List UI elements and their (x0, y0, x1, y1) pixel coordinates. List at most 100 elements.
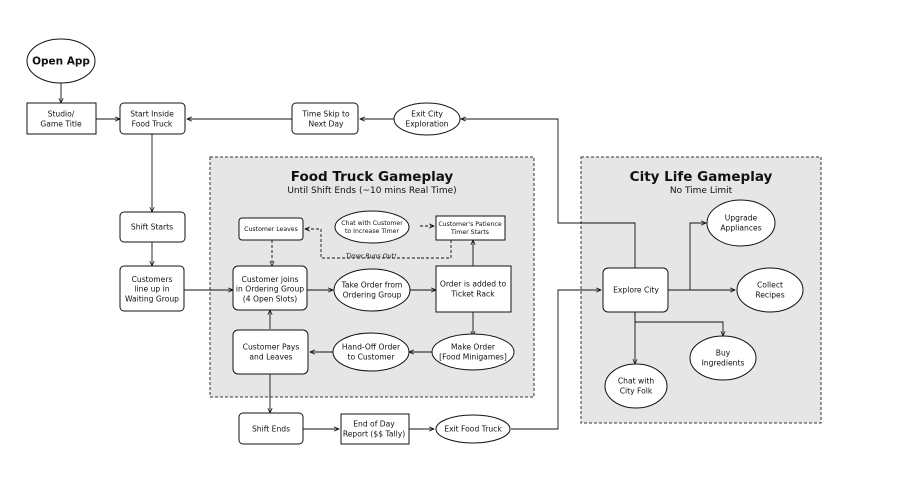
label-line: line up in (134, 285, 169, 294)
label-line: End of Day (353, 420, 395, 429)
label-line: [Food Minigames] (439, 353, 507, 362)
label-line: Customer Pays (243, 343, 300, 352)
timer-runs-out-label: Timer Runs Out! (346, 252, 397, 260)
food-truck-region-subtitle: Until Shift Ends (~10 mins Real Time) (287, 186, 456, 196)
label-line: in Ordering Group (236, 285, 304, 294)
city-life-region-subtitle: No Time Limit (670, 186, 733, 196)
label-line: Take Order from (341, 281, 403, 290)
city-life-region-title: City Life Gameplay (630, 169, 773, 185)
label-line: Open App (32, 56, 90, 68)
explore-city-label: Explore City (613, 286, 659, 295)
label-line: Game Title (40, 120, 82, 129)
label-line: to Increase Timer (345, 228, 399, 235)
label-line: City Folk (620, 387, 653, 396)
label-line: Appliances (720, 224, 761, 233)
label-line: Ordering Group (343, 291, 402, 300)
label-line: Next Day (308, 120, 344, 129)
label-line: Ticket Rack (450, 290, 495, 299)
label-line: Exit Food Truck (444, 425, 502, 434)
edge-runs-out-to-customer-leaves (305, 229, 420, 259)
customer-leaves-label: Customer Leaves (244, 226, 298, 233)
label-line: (4 Open Slots) (243, 295, 297, 304)
label-line: Explore City (613, 286, 659, 295)
shift-starts-label: Shift Starts (131, 223, 173, 232)
label-line: Customers (132, 275, 173, 284)
make-order-node: Make Order[Food Minigames] (431, 333, 515, 371)
label-line: Hand-Off Order (342, 343, 401, 352)
label-line: to Customer (348, 353, 396, 362)
label-line: Exploration (405, 120, 448, 129)
customer-leaves-node: Customer Leaves (238, 217, 304, 241)
label-line: Make Order (451, 343, 496, 352)
label-line: Customer's Patience (438, 221, 501, 228)
label-line: Buy (716, 349, 731, 358)
label-line: Recipes (755, 291, 784, 300)
make-order-label: Make Order[Food Minigames] (439, 343, 507, 362)
explore-city-node: Explore City (602, 267, 669, 313)
label-line: Food Truck (132, 120, 173, 129)
open-app-label: Open App (32, 56, 90, 68)
label-line: Start Inside (130, 110, 174, 119)
edge-explore-city-to-exit-city (461, 119, 636, 268)
shift-starts-node: Shift Starts (119, 211, 186, 243)
studio-game-title-node: Studio/Game Title (26, 102, 97, 135)
label-line: Order is added to (440, 280, 507, 289)
label-line: and Leaves (249, 353, 292, 362)
label-line: Upgrade (725, 214, 758, 223)
exit-food-truck-node: Exit Food Truck (435, 414, 511, 444)
shift-ends-node: Shift Ends (238, 412, 304, 445)
label-line: Chat with Customer (341, 220, 403, 227)
label-line: Customer Leaves (244, 226, 298, 233)
edge-timer-to-runs-out (420, 240, 452, 259)
label-line: Shift Ends (252, 425, 290, 434)
label-line: Chat with (618, 377, 654, 386)
studio-game-title-label: Studio/Game Title (40, 110, 82, 129)
label-line: Ingredients (702, 359, 745, 368)
label-line: Shift Starts (131, 223, 173, 232)
label-line: Report ($$ Tally) (343, 430, 405, 439)
label-line: Timer Starts (450, 229, 489, 236)
shift-ends-label: Shift Ends (252, 425, 290, 434)
label-line: Waiting Group (125, 295, 179, 304)
open-app-node: Open App (26, 38, 96, 84)
label-line: Collect (757, 281, 783, 290)
edges: Timer Runs Out! (61, 83, 735, 429)
food-truck-region-title: Food Truck Gameplay (291, 169, 454, 185)
label-line: Exit City (411, 110, 443, 119)
label-line: Time Skip to (301, 110, 350, 119)
